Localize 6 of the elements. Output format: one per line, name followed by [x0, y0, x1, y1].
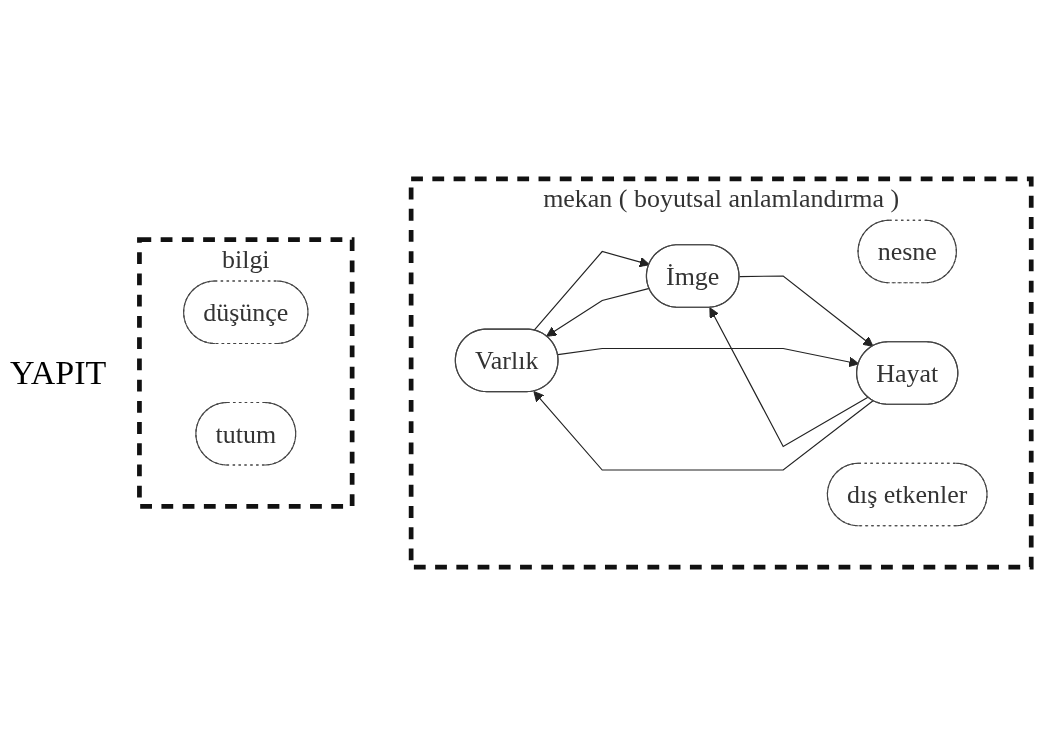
arrow [533, 391, 874, 471]
arrow [739, 275, 874, 347]
arrow [709, 307, 869, 448]
arrow [557, 347, 860, 368]
center-label: YAPIT [10, 354, 107, 392]
arrow [546, 287, 651, 337]
